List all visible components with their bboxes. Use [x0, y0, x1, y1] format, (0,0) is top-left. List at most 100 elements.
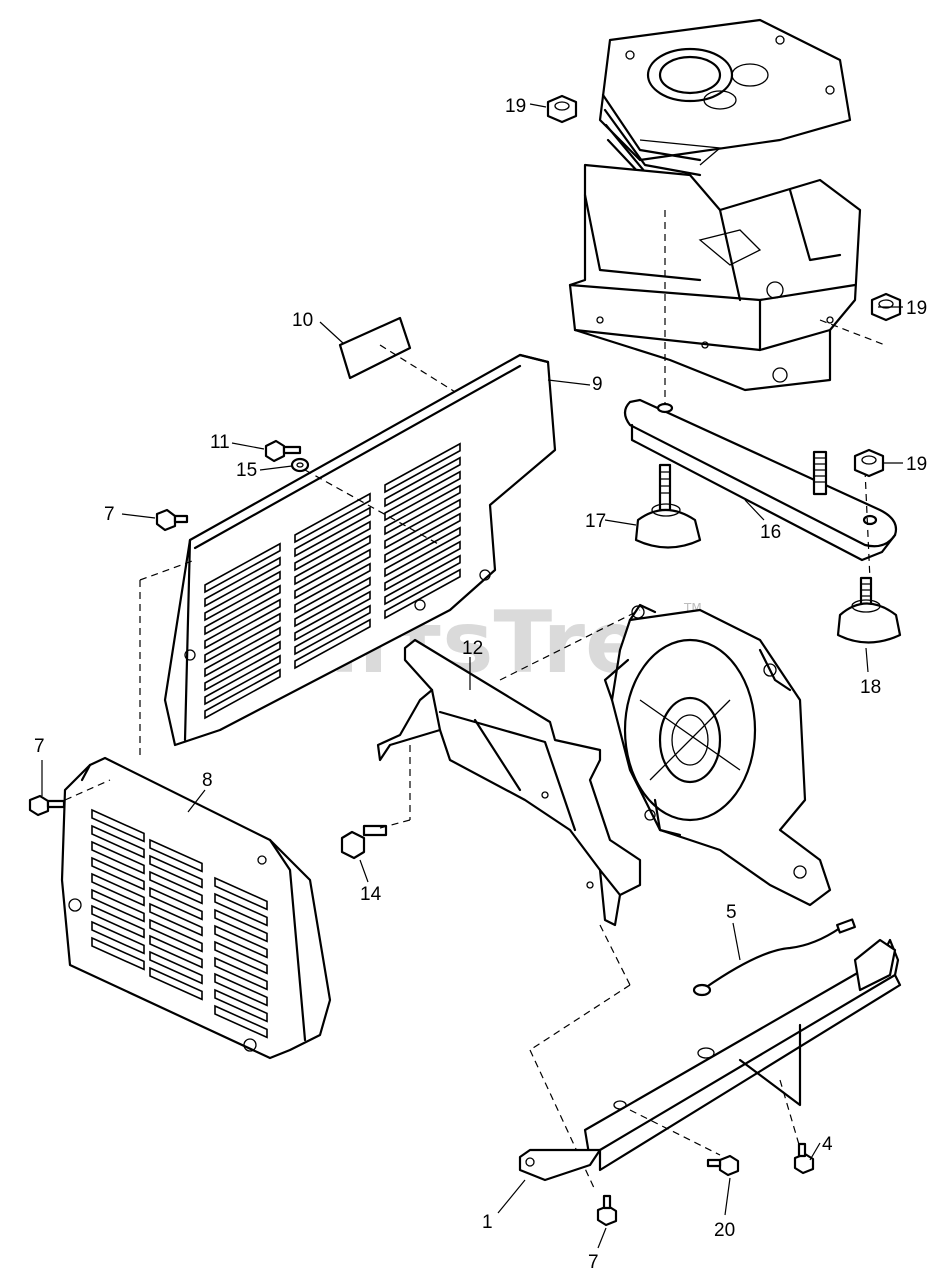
- grille-slot: [214, 908, 268, 943]
- grille-slot: [294, 604, 371, 656]
- ground-wire[interactable]: [692, 918, 856, 997]
- grille-slot: [204, 640, 281, 692]
- bolt-14[interactable]: [340, 824, 388, 860]
- grille-slot: [294, 618, 371, 670]
- grille-slot: [149, 854, 203, 889]
- callout-numbers: 19 19 19 10 9 11 15 7 17 16 12 18 7 8 14…: [34, 96, 927, 1273]
- grille-slot: [214, 956, 268, 991]
- grille-slot: [204, 612, 281, 664]
- grille-slot: [91, 904, 145, 939]
- grille-slot: [294, 562, 371, 614]
- grille-slot: [149, 966, 203, 1001]
- grille-slot: [149, 886, 203, 921]
- flange-nut-top[interactable]: [546, 94, 578, 124]
- grille-slot: [384, 540, 461, 592]
- grille-slot: [149, 902, 203, 937]
- warning-label[interactable]: [338, 316, 412, 380]
- grille-slot: [384, 512, 461, 564]
- grille-slot: [149, 934, 203, 969]
- callout-7-bottom: 7: [588, 1252, 599, 1273]
- callout-9: 9: [592, 374, 603, 395]
- screw-20[interactable]: [706, 1154, 740, 1177]
- grille-slot: [214, 940, 268, 975]
- grille-slot: [384, 484, 461, 536]
- callout-8: 8: [202, 770, 213, 791]
- callout-19-bar: 19: [906, 454, 927, 475]
- grille-slot: [384, 526, 461, 578]
- grille-slot: [294, 548, 371, 600]
- grille-slot: [294, 506, 371, 558]
- grille-slot: [149, 950, 203, 985]
- front-grille-panel[interactable]: [60, 756, 332, 1060]
- rubber-foot-17[interactable]: [634, 463, 702, 549]
- grille-slot: [149, 838, 203, 873]
- grille-slot: [91, 872, 145, 907]
- callout-1: 1: [482, 1212, 493, 1233]
- callout-5: 5: [726, 902, 737, 923]
- grille-slot: [294, 590, 371, 642]
- grille-slot: [294, 492, 371, 544]
- grille-slot: [214, 1004, 268, 1039]
- generator-housing[interactable]: [603, 603, 832, 907]
- screw-7-left[interactable]: [28, 794, 66, 817]
- grille-slot: [214, 988, 268, 1023]
- grille-slot: [294, 534, 371, 586]
- rear-grille-panel[interactable]: [163, 353, 557, 747]
- callout-15: 15: [236, 460, 257, 481]
- callout-19-top: 19: [505, 96, 526, 117]
- engine-block[interactable]: [568, 18, 862, 392]
- grille-slot: [294, 576, 371, 628]
- callout-20: 20: [714, 1220, 735, 1241]
- callout-12: 12: [462, 638, 483, 659]
- grille-slot: [214, 924, 268, 959]
- callout-17: 17: [585, 511, 606, 532]
- grille-slot: [204, 626, 281, 678]
- callout-19-right: 19: [906, 298, 927, 319]
- grille-slot: [384, 470, 461, 522]
- grille-slot: [91, 920, 145, 955]
- base-rail[interactable]: [518, 938, 902, 1182]
- support-bracket[interactable]: [376, 638, 642, 927]
- rubber-foot-18[interactable]: [836, 576, 902, 644]
- callout-10: 10: [292, 310, 313, 331]
- grille-slot: [214, 892, 268, 927]
- grille-slot: [384, 498, 461, 550]
- callout-18: 18: [860, 677, 881, 698]
- engine-mount-bar[interactable]: [623, 398, 898, 562]
- grille-slot: [214, 972, 268, 1007]
- grille-slot: [384, 442, 461, 494]
- grille-slot: [204, 584, 281, 636]
- callout-4: 4: [822, 1134, 833, 1155]
- screw-4[interactable]: [793, 1142, 815, 1175]
- grille-slot: [214, 876, 268, 911]
- grille-slot: [384, 554, 461, 606]
- grille-slot: [204, 598, 281, 650]
- grille-slot: [91, 808, 145, 843]
- screw-7-top[interactable]: [155, 508, 189, 532]
- grille-slot: [204, 654, 281, 706]
- grille-slot: [384, 568, 461, 620]
- grille-slot: [384, 456, 461, 508]
- grille-slot: [204, 668, 281, 720]
- grille-slot: [204, 542, 281, 594]
- callout-14: 14: [360, 884, 382, 905]
- bar-stud[interactable]: [812, 450, 828, 496]
- callout-11: 11: [210, 432, 230, 453]
- grille-slot: [91, 856, 145, 891]
- grille-slot: [91, 840, 145, 875]
- grille-slot: [204, 556, 281, 608]
- callout-16: 16: [760, 522, 781, 543]
- leader-lines: [41, 103, 903, 1249]
- grille-slot: [91, 824, 145, 859]
- screw-7-bottom[interactable]: [596, 1194, 618, 1227]
- callout-7-left: 7: [34, 736, 45, 757]
- grille-slot: [204, 570, 281, 622]
- flange-nut-bar[interactable]: [853, 448, 885, 478]
- screw-11[interactable]: [264, 439, 302, 463]
- grille-slot: [294, 520, 371, 572]
- washer-15[interactable]: [290, 457, 310, 473]
- grille-slot: [149, 918, 203, 953]
- grille-slot: [91, 888, 145, 923]
- grille-slot: [149, 870, 203, 905]
